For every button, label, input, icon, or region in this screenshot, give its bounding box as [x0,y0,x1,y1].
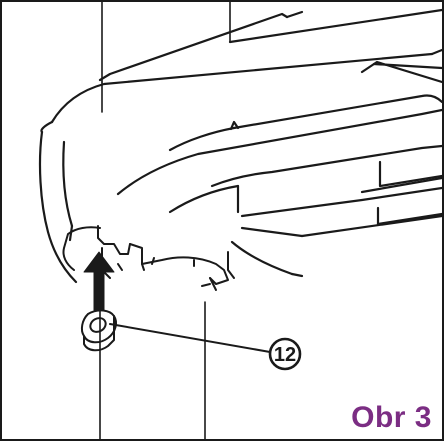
callout-12: 12 [268,337,302,371]
vertical-post [99,2,231,439]
callout-leader-line [109,323,271,353]
figure-label: Obr 3 [351,401,432,434]
bracket-slot [62,225,235,291]
callout-number: 12 [274,344,296,366]
up-arrow-icon [83,251,115,311]
bracket-arm [38,8,442,284]
washer-icon [80,309,117,352]
